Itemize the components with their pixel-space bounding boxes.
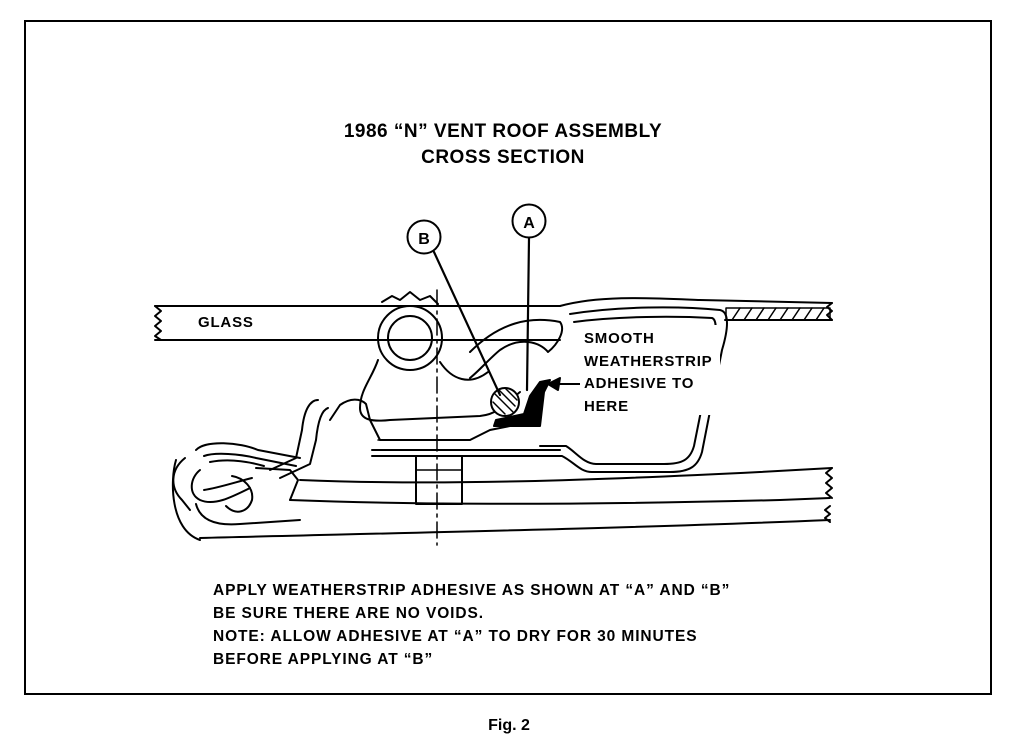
diagram-subtitle: CROSS SECTION — [421, 147, 585, 168]
callout-b-label: B — [418, 231, 430, 248]
figure-caption: Fig. 2 — [488, 717, 530, 734]
pointer-arrow — [547, 377, 583, 391]
smooth-note-line-4: HERE — [584, 398, 629, 415]
instruction-line-3: NOTE: ALLOW ADHESIVE AT “A” TO DRY FOR 3… — [213, 628, 698, 645]
instruction-line-2: BE SURE THERE ARE NO VOIDS. — [213, 605, 484, 622]
body-structure — [171, 457, 833, 541]
instruction-line-4: BEFORE APPLYING AT “B” — [213, 651, 434, 668]
fastener-bolt — [377, 439, 471, 505]
adhesive-a — [493, 379, 551, 427]
retainer-frame — [269, 398, 561, 479]
glass-label: GLASS — [198, 314, 254, 331]
instruction-line-1: APPLY WEATHERSTRIP ADHESIVE AS SHOWN AT … — [213, 582, 731, 599]
smooth-note-line-1: SMOOTH — [584, 330, 655, 347]
callout-b: B — [406, 219, 442, 255]
diagram-frame — [24, 20, 992, 695]
roof-panel — [371, 297, 833, 473]
adhesive-b — [490, 387, 520, 417]
callout-leaders — [432, 236, 531, 397]
smooth-note-line-2: WEATHERSTRIP — [584, 353, 713, 370]
lower-clip — [190, 442, 301, 526]
diagram-title: 1986 “N” VENT ROOF ASSEMBLY — [343, 121, 663, 142]
smooth-adhesive-note: SMOOTH WEATHERSTRIP ADHESIVE TO HERE — [580, 325, 720, 415]
glass-panel — [154, 305, 561, 341]
callout-a: A — [511, 203, 547, 239]
smooth-note-line-3: ADHESIVE TO — [584, 375, 694, 392]
callout-a-label: A — [523, 215, 535, 232]
